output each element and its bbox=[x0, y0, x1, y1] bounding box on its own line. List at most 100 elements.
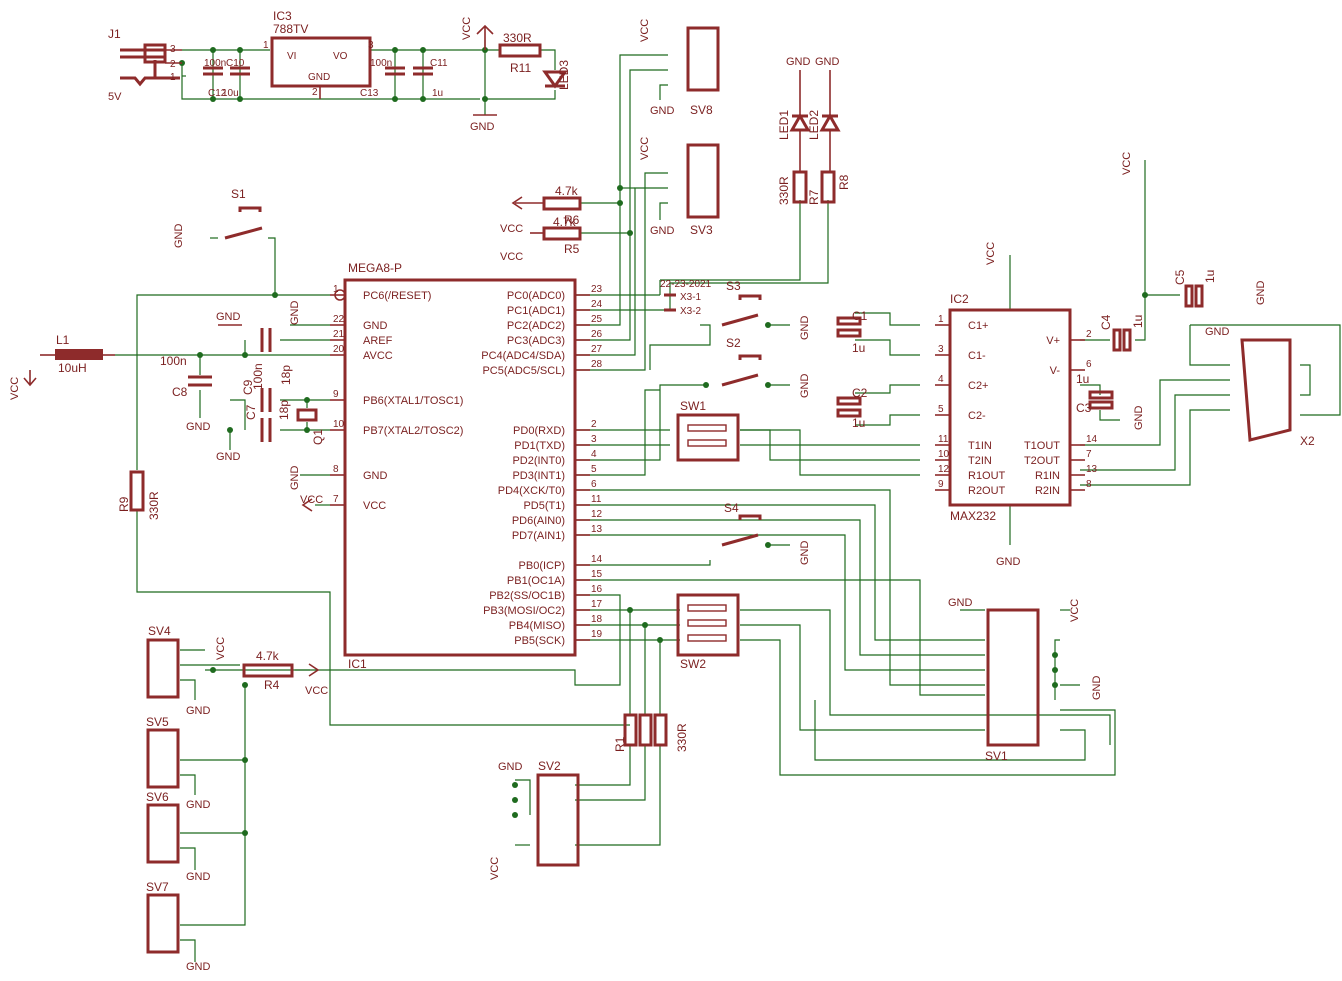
mcu-pin-number-3: 3 bbox=[591, 434, 597, 445]
max232-value: MAX232 bbox=[950, 509, 996, 523]
r6-label: R6 bbox=[564, 213, 580, 227]
max232-pin-label-9: R2OUT bbox=[968, 485, 1006, 497]
max232-pin-label-2: V+ bbox=[1046, 335, 1060, 347]
mcu-pin-number-14: 14 bbox=[591, 554, 603, 565]
max232-pin-number-4: 4 bbox=[938, 374, 944, 385]
mcu-pin-number-22: 22 bbox=[333, 314, 345, 325]
r1-value: 330R bbox=[675, 723, 689, 752]
mcu-pin-label-4: PD2(INT0) bbox=[512, 455, 565, 467]
resistor-r4: 4.7k R4 VCC bbox=[242, 649, 328, 697]
header-sv3: SV3 GND VCC bbox=[639, 137, 720, 237]
sw1-label: SW1 bbox=[680, 399, 706, 413]
r11-label: R11 bbox=[510, 61, 531, 75]
vcc-label-l1: VCC bbox=[9, 377, 21, 400]
c13-value: 100n bbox=[370, 58, 392, 69]
max232-name: IC2 bbox=[950, 292, 969, 306]
mcu-pin-number-1: 1 bbox=[333, 284, 339, 295]
sv3-label: SV3 bbox=[690, 223, 713, 237]
led1-label: LED1 bbox=[777, 110, 791, 140]
r1-label: R1 bbox=[613, 736, 627, 752]
r5-label: R5 bbox=[564, 242, 580, 256]
mcu-pin-number-10: 10 bbox=[333, 419, 345, 430]
c3-value: 1u bbox=[1076, 372, 1089, 386]
gnd-label-sv2: GND bbox=[498, 761, 523, 773]
mcu-pin-label-6: PD4(XCK/T0) bbox=[498, 485, 565, 497]
switch-s3: S3 GND bbox=[721, 279, 811, 340]
gnd-label-c3: GND bbox=[1133, 406, 1145, 431]
max232-pin-label-10: T2IN bbox=[968, 455, 992, 467]
gnd-label-s4: GND bbox=[799, 541, 811, 566]
ic3-value: 788TV bbox=[273, 22, 308, 36]
c9-value: 100n bbox=[251, 363, 265, 390]
mcu-pin-label-17: PB3(MOSI/OC2) bbox=[483, 605, 565, 617]
max232-pin-label-5: C2- bbox=[968, 410, 986, 422]
c2-label: C2 bbox=[852, 386, 868, 400]
led2-label: LED2 bbox=[807, 110, 821, 140]
mcu-pin-label-10: PB7(XTAL2/TOSC2) bbox=[363, 425, 463, 437]
mcu-pin-label-23: PC0(ADC0) bbox=[507, 290, 565, 302]
max232-ic2: IC2 MAX232 bbox=[948, 292, 1072, 523]
vcc-label-sv1: VCC bbox=[1069, 599, 1081, 622]
q1-label: Q1 bbox=[311, 429, 325, 445]
c6-value: 18p bbox=[279, 365, 293, 385]
mcu-pin-number-20: 20 bbox=[333, 344, 345, 355]
c13-label: C13 bbox=[360, 88, 379, 99]
c11-value: 1u bbox=[432, 88, 443, 99]
max232-pin-number-8: 8 bbox=[1086, 479, 1092, 490]
mcu-pin-number-25: 25 bbox=[591, 314, 603, 325]
gnd-label-sv7: GND bbox=[186, 961, 211, 973]
header-sv2: SV2 GND VCC bbox=[489, 759, 580, 880]
mcu-pin-number-6: 6 bbox=[591, 479, 597, 490]
sv6-label: SV6 bbox=[146, 790, 169, 804]
leds-1-2: GND GND LED1 LED2 330R R7 R8 bbox=[777, 56, 851, 205]
vcc-label-c4: VCC bbox=[1121, 152, 1133, 175]
spi-resistors: R1 330R bbox=[613, 713, 689, 752]
max232-pin-number-7: 7 bbox=[1086, 449, 1092, 460]
gnd-label-c5: GND bbox=[1255, 281, 1267, 306]
mcu-value: MEGA8-P bbox=[348, 261, 402, 275]
mcu-pin-label-9: PB6(XTAL1/TOSC1) bbox=[363, 395, 463, 407]
caps-top: 100n C10 C12 10u 100n C13 C11 1u bbox=[203, 58, 448, 99]
mcu-pin-label-11: PD5(T1) bbox=[523, 500, 565, 512]
c8-value: 100n bbox=[160, 354, 187, 368]
ic3-vi: VI bbox=[287, 51, 296, 62]
gnd-label-xtal: GND bbox=[216, 451, 241, 463]
max232-pin-label-4: C2+ bbox=[968, 380, 989, 392]
max232-pin-label-13: R1IN bbox=[1035, 470, 1060, 482]
ic3-name: IC3 bbox=[273, 9, 292, 23]
c3-label: C3 bbox=[1076, 401, 1092, 415]
x2-label: X2 bbox=[1300, 434, 1315, 448]
c4-label: C4 bbox=[1099, 314, 1113, 330]
dip-sw1: SW1 bbox=[676, 399, 740, 462]
max232-pin-label-7: T2OUT bbox=[1024, 455, 1060, 467]
mcu-pin-number-23: 23 bbox=[591, 284, 603, 295]
j1-label: J1 bbox=[108, 27, 121, 41]
vcc-label-r4: VCC bbox=[305, 685, 328, 697]
c10-label: C10 bbox=[226, 58, 245, 69]
max232-pin-label-14: T1OUT bbox=[1024, 440, 1060, 452]
s2-label: S2 bbox=[726, 336, 741, 350]
gnd-label-led1: GND bbox=[786, 56, 811, 68]
gnd-label-8: GND bbox=[289, 466, 301, 491]
mcu-power-labels: GND GND VCC bbox=[289, 301, 323, 512]
max232-pin-number-3: 3 bbox=[938, 344, 944, 355]
mcu-pin-number-26: 26 bbox=[591, 329, 603, 340]
mcu-pin-number-8: 8 bbox=[333, 464, 339, 475]
mcu-pin-number-16: 16 bbox=[591, 584, 603, 595]
sv5-label: SV5 bbox=[146, 715, 169, 729]
vcc-label-max: VCC bbox=[985, 242, 997, 265]
mcu-pin-label-26: PC3(ADC3) bbox=[507, 335, 565, 347]
mcu-pin-number-9: 9 bbox=[333, 389, 339, 400]
mcu-name: IC1 bbox=[348, 657, 367, 671]
vcc-label-r5: VCC bbox=[500, 223, 523, 235]
vcc-label-sv8: VCC bbox=[639, 19, 651, 42]
c12-value: 10u bbox=[222, 88, 239, 99]
mcu-pin-number-17: 17 bbox=[591, 599, 603, 610]
power-jack-j1: J1 5V 3 2 1 bbox=[108, 27, 182, 103]
ic3-pin2: 2 bbox=[312, 87, 318, 98]
mcu-pin-number-13: 13 bbox=[591, 524, 603, 535]
max232-pin-number-11: 11 bbox=[938, 434, 949, 445]
c5-label: C5 bbox=[1173, 269, 1187, 285]
vcc-label-sv3: VCC bbox=[639, 137, 651, 160]
